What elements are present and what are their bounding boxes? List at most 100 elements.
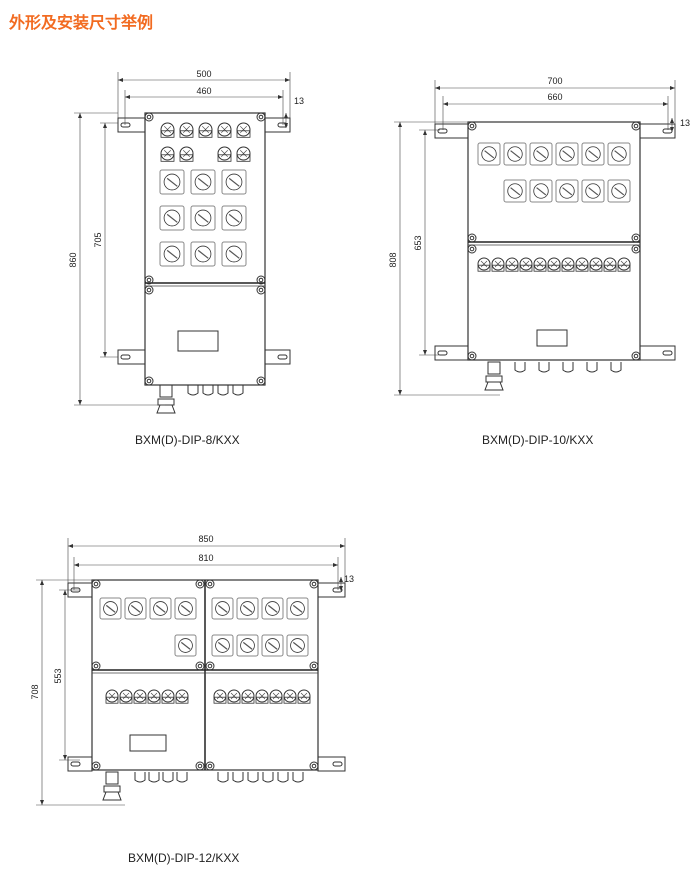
rotary-switch bbox=[124, 597, 147, 620]
rotary-switch bbox=[286, 597, 309, 620]
bolt bbox=[197, 663, 203, 669]
lamp-base bbox=[575, 264, 589, 272]
lamp-base bbox=[491, 264, 505, 272]
dim-mount-width-1: 460 bbox=[196, 86, 211, 96]
line bbox=[228, 177, 240, 187]
line bbox=[221, 126, 228, 133]
lamp-base bbox=[198, 130, 213, 138]
switch-dial bbox=[265, 601, 280, 616]
dim-bracket-1: 13 bbox=[294, 96, 304, 106]
bolt bbox=[469, 235, 475, 241]
cable-gland bbox=[514, 362, 526, 373]
line bbox=[588, 150, 599, 159]
main-cable-gland bbox=[487, 361, 501, 375]
line bbox=[588, 187, 599, 196]
line bbox=[166, 177, 178, 187]
rotary-switch bbox=[190, 205, 216, 231]
indicator-lamp bbox=[119, 689, 133, 703]
line bbox=[197, 213, 209, 223]
lamp-base bbox=[179, 130, 194, 138]
bolt bbox=[258, 277, 264, 283]
line bbox=[183, 150, 190, 157]
nameplate-3 bbox=[129, 734, 167, 752]
indicator-lamp bbox=[283, 689, 297, 703]
rotary-switch bbox=[529, 179, 553, 203]
bolt bbox=[258, 114, 264, 120]
line bbox=[510, 187, 521, 196]
switch-dial bbox=[611, 146, 627, 162]
indicator-lamp bbox=[505, 257, 519, 271]
lamp-base bbox=[227, 696, 241, 704]
cable-gland bbox=[562, 362, 574, 373]
bolt bbox=[467, 233, 477, 243]
indicator-lamp bbox=[147, 689, 161, 703]
bolt bbox=[146, 277, 152, 283]
lamp-base bbox=[533, 264, 547, 272]
switch-dial bbox=[265, 638, 280, 653]
switch-dial bbox=[163, 245, 181, 263]
line bbox=[614, 150, 625, 159]
mount-slot bbox=[662, 128, 673, 134]
cable-gland bbox=[586, 362, 598, 373]
line bbox=[228, 249, 240, 259]
dim-overall-height-3: 708 bbox=[30, 684, 40, 699]
bolt bbox=[205, 761, 215, 771]
dim-mount-height-2: 653 bbox=[413, 235, 423, 250]
lamp-base bbox=[133, 696, 147, 704]
bolt bbox=[256, 376, 266, 386]
bolt bbox=[146, 114, 152, 120]
rotary-switch bbox=[261, 597, 284, 620]
rotary-switch bbox=[503, 179, 527, 203]
lamp-base bbox=[505, 264, 519, 272]
bolt bbox=[467, 244, 477, 254]
line bbox=[122, 692, 130, 700]
rotary-switch bbox=[221, 241, 247, 267]
switch-dial bbox=[178, 638, 193, 653]
bolt bbox=[256, 112, 266, 122]
rotary-switch bbox=[221, 169, 247, 195]
indicator-lamp bbox=[217, 122, 232, 137]
line bbox=[178, 692, 186, 700]
cable-gland bbox=[538, 362, 550, 373]
bolt bbox=[205, 661, 215, 671]
rotary-switch bbox=[555, 142, 579, 166]
bolt bbox=[195, 579, 205, 589]
mounting-bracket bbox=[317, 582, 346, 598]
indicator-lamp bbox=[617, 257, 631, 271]
mount-slot bbox=[662, 350, 673, 356]
cable-gland bbox=[217, 385, 229, 396]
bolt bbox=[469, 246, 475, 252]
indicator-lamp bbox=[241, 689, 255, 703]
switch-dial bbox=[533, 146, 549, 162]
line bbox=[228, 213, 240, 223]
lamp-base bbox=[161, 696, 175, 704]
cable-gland bbox=[232, 772, 244, 783]
line bbox=[183, 126, 190, 133]
lamp-base bbox=[241, 696, 255, 704]
indicator-lamp bbox=[491, 257, 505, 271]
switch-dial bbox=[481, 146, 497, 162]
switch-dial bbox=[225, 245, 243, 263]
dim-overall-height-1: 860 bbox=[68, 252, 78, 267]
mount-slot bbox=[120, 354, 131, 360]
bolt bbox=[469, 123, 475, 129]
lamp-base bbox=[561, 264, 575, 272]
indicator-lamp bbox=[227, 689, 241, 703]
bolt bbox=[91, 661, 101, 671]
mount-slot bbox=[277, 354, 288, 360]
bolt bbox=[195, 761, 205, 771]
line bbox=[494, 260, 502, 268]
line bbox=[606, 260, 614, 268]
rotary-switch bbox=[529, 142, 553, 166]
rotary-switch bbox=[159, 241, 185, 267]
mounting-bracket bbox=[117, 349, 146, 365]
indicator-lamp bbox=[160, 122, 175, 137]
bolt bbox=[633, 235, 639, 241]
indicator-lamp bbox=[217, 146, 232, 161]
nameplate-2 bbox=[536, 329, 568, 347]
line bbox=[197, 249, 209, 259]
bolt bbox=[467, 351, 477, 361]
bolt bbox=[144, 275, 154, 285]
indicator-lamp bbox=[533, 257, 547, 271]
line bbox=[240, 126, 247, 133]
